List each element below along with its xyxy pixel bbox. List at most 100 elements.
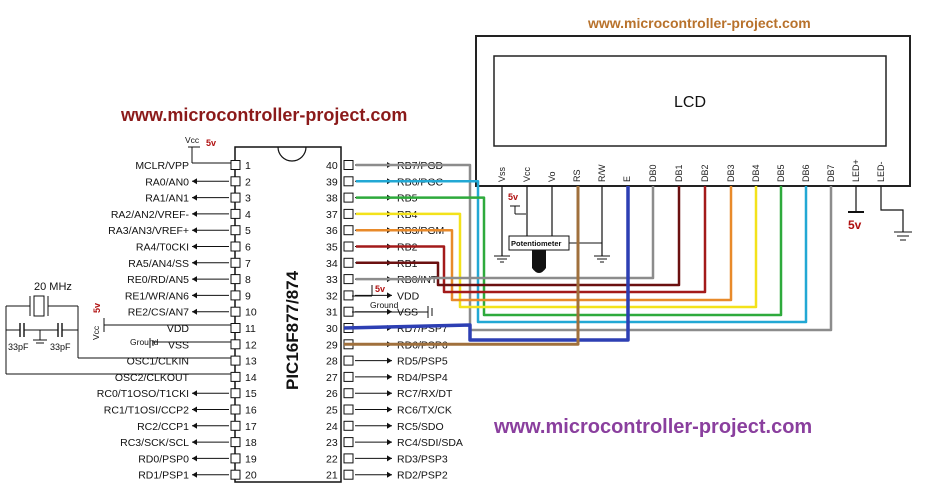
pin-label: VDD [397, 290, 420, 302]
pin-pad [230, 225, 241, 236]
left-pin-13: 13 OSC1/CLKIN [127, 355, 257, 368]
chip-body [234, 146, 342, 483]
lcd-pin-vcc: Vcc [522, 166, 532, 182]
lcd-pin-e: E [622, 176, 632, 182]
pin-number: 9 [245, 290, 251, 302]
lcd-pin-db7: DB7 [826, 164, 836, 182]
pin-label: RA5/AN4/SS [128, 258, 189, 270]
pin-number: 11 [245, 323, 256, 335]
wire-db0 [356, 186, 655, 281]
pin-pad [343, 404, 354, 415]
lcd-wires [343, 163, 833, 346]
pin-label: VSS [168, 339, 189, 351]
pin-label: RC3/SCK/SCL [120, 437, 189, 449]
pin-label: OSC1/CLKIN [127, 356, 189, 368]
pin-label: RA2/AN2/VREF- [111, 209, 190, 221]
pin-label: VDD [167, 323, 190, 335]
pin-label: OSC2/CLKOUT [115, 372, 190, 384]
pin-pad [230, 208, 241, 219]
pin-pad [343, 420, 354, 431]
left-pin-column: 1MCLR/VPP2RA0/AN03RA1/AN14RA2/AN2/VREF-5… [97, 160, 257, 482]
pin-pad [343, 241, 354, 252]
lcd-label: LCD [674, 94, 706, 111]
crystal-oscillator: 20 MHz 33pF 33pF [5, 281, 231, 375]
pin-number: 27 [326, 372, 338, 384]
pin-pad [230, 192, 241, 203]
vcc-top-annotation: Vcc 5v [185, 135, 231, 164]
pin-label: RA1/AN1 [145, 193, 189, 205]
pin-pad [343, 257, 354, 268]
pin-pad [343, 453, 354, 464]
cap-right-label: 33pF [50, 342, 71, 352]
right-pin-24: 24 RC5/SDO [326, 420, 444, 433]
pin-pad [230, 339, 241, 350]
pin-number: 23 [326, 437, 338, 449]
left-pin-9: 9 RE1/WR/AN6 [125, 290, 251, 302]
lcd-pin-led: LED- [876, 161, 886, 182]
watermark-middle: www.microcontroller-project.com [120, 105, 407, 125]
pin-label: RC5/SDO [397, 421, 444, 433]
pin-label: RD0/PSP0 [138, 453, 189, 465]
pin-number: 1 [245, 160, 251, 172]
pin-pad [230, 290, 241, 301]
pin-number: 7 [245, 258, 251, 270]
wire-e [343, 186, 630, 342]
pin-label: RE1/WR/AN6 [125, 290, 189, 302]
pin-label: RE2/CS/AN7 [128, 307, 189, 319]
pin-number: 30 [326, 323, 338, 335]
pin-pad [230, 371, 241, 382]
pin-pad [343, 160, 354, 170]
lcd-pin-db4: DB4 [751, 164, 761, 182]
left-pin-11: 11 VDD [167, 323, 256, 335]
lcd-pin-rw: R/W [597, 164, 607, 182]
pin-pad [343, 192, 354, 203]
pin-number: 17 [245, 421, 257, 433]
pin-label: RD2/PSP2 [397, 470, 448, 482]
pin-number: 13 [245, 356, 257, 368]
left-pin-8: 8 RE0/RD/AN5 [127, 274, 251, 286]
pin-pad [343, 208, 354, 219]
pin-pad [343, 274, 354, 285]
pin-number: 35 [326, 242, 338, 254]
pin-number: 18 [245, 437, 257, 449]
pin-label: RA3/AN3/VREF+ [108, 225, 189, 237]
pin-number: 40 [326, 160, 338, 172]
left-pin-7: 7 RA5/AN4/SS [128, 257, 251, 270]
pin-number: 25 [326, 405, 338, 417]
pin-pad [230, 404, 241, 415]
pin-number: 8 [245, 274, 251, 286]
pin-pad [343, 225, 354, 236]
chip-notch [277, 146, 307, 162]
pin-pad [343, 306, 354, 317]
five-v-label-right: 5v [375, 284, 385, 294]
pin-pad [343, 355, 354, 366]
pin-label: RD1/PSP1 [138, 470, 189, 482]
pin-number: 2 [245, 176, 251, 188]
pin-number: 34 [326, 258, 338, 270]
chip-name: PIC16F877/874 [283, 270, 302, 390]
lcd-pin-vss: Vss [497, 166, 507, 182]
vdd-left-annotation: Vcc 5v [91, 303, 231, 340]
potentiometer-section: 5v Potentiometer [494, 186, 610, 273]
pin-number: 24 [326, 421, 338, 433]
pin-label: RE0/RD/AN5 [127, 274, 189, 286]
lcd-pin-db5: DB5 [776, 164, 786, 182]
pin-number: 3 [245, 193, 251, 205]
lcd-pin-db6: DB6 [801, 164, 811, 182]
pin-pad [230, 160, 241, 170]
